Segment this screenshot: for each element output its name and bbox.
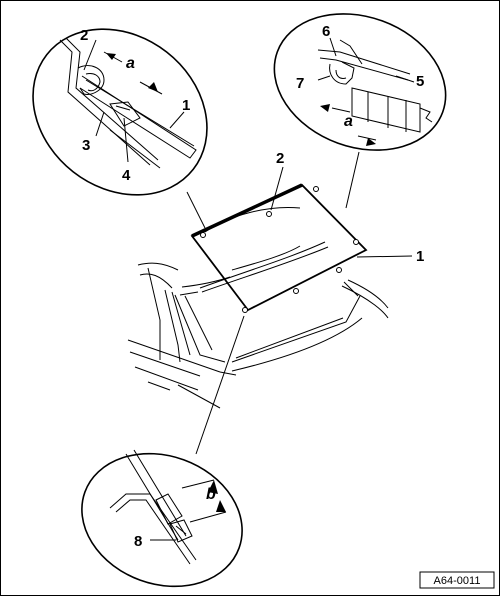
callout-tl-3: 3 xyxy=(82,137,90,154)
windshield-glass xyxy=(174,183,368,363)
callout-main-2: 2 xyxy=(276,150,284,167)
callout-tr-5: 5 xyxy=(416,73,424,90)
callout-bot-b: b xyxy=(206,486,216,503)
detail-leaders xyxy=(186,151,413,455)
detail-oval-top-left: 2 a 1 3 4 xyxy=(32,27,208,196)
detail-oval-bottom: b 8 xyxy=(81,449,243,588)
callout-main-1: 1 xyxy=(416,248,424,265)
reference-box xyxy=(419,571,495,589)
callout-tr-7: 7 xyxy=(296,75,304,92)
callout-tl-4: 4 xyxy=(122,167,131,184)
callout-bot-8: 8 xyxy=(134,533,142,550)
detail-oval-top-right: 6 7 5 a xyxy=(273,13,447,151)
callout-tl-2: 2 xyxy=(80,27,88,44)
reference-code: A64-0011 xyxy=(434,575,481,587)
callout-tr-6: 6 xyxy=(322,23,330,40)
car-body xyxy=(127,206,389,409)
callout-tl-1: 1 xyxy=(182,97,190,114)
callout-tl-a: a xyxy=(126,55,135,72)
callout-tr-a: a xyxy=(344,113,353,130)
spacer-dots xyxy=(200,186,359,313)
